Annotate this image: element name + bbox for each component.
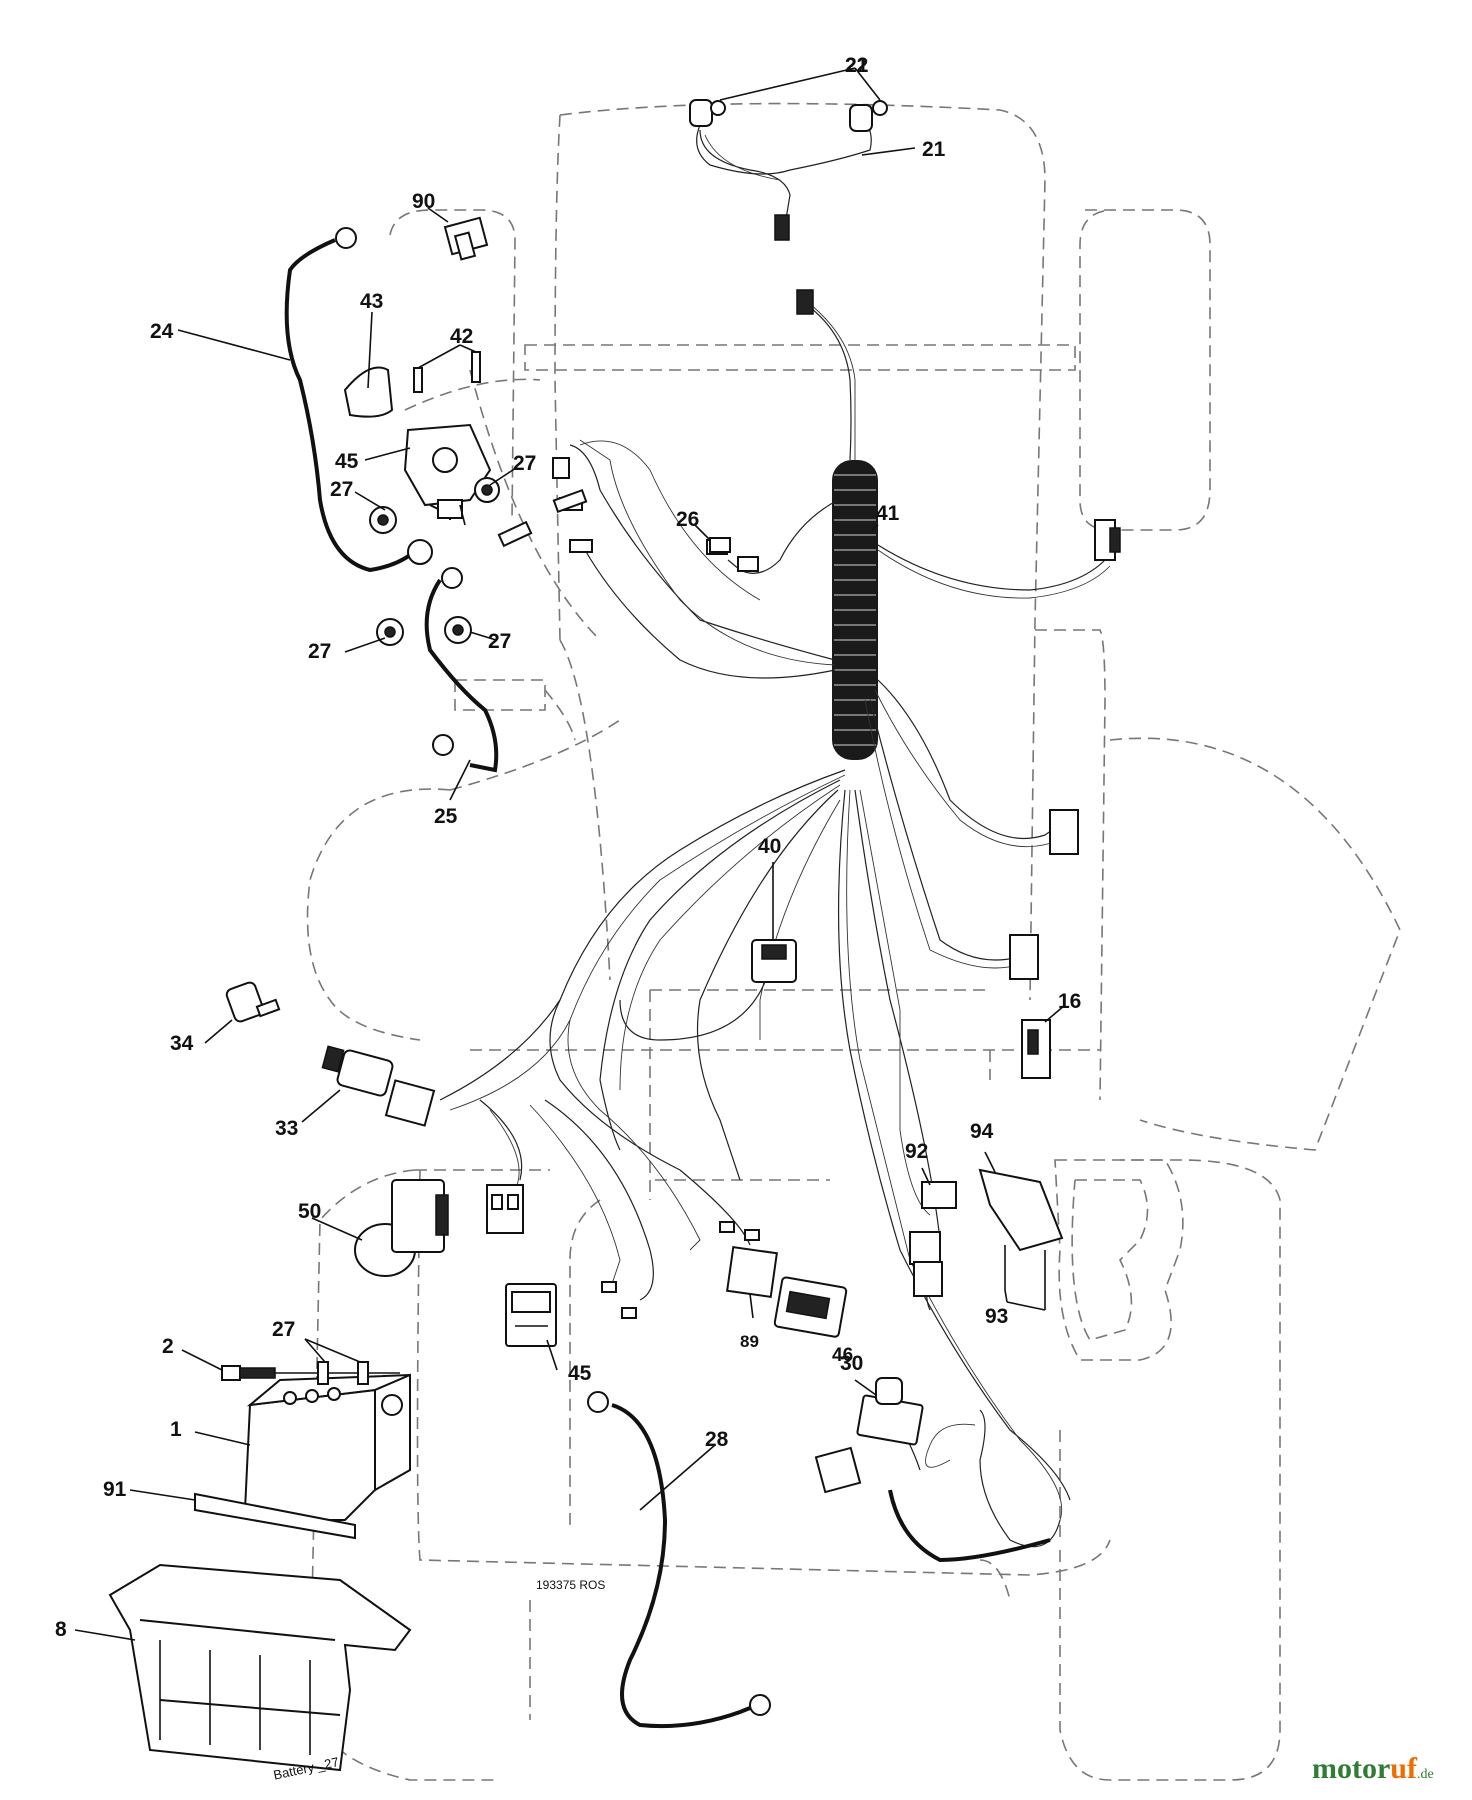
callout-labels: 21 21 21 <box>845 54 869 77</box>
part-16-connector <box>1021 1019 1051 1079</box>
battery-tray <box>108 1563 412 1772</box>
callout-22: 21 <box>845 54 869 77</box>
connector-block <box>486 1184 524 1234</box>
part-93-screws <box>1004 1245 1046 1310</box>
ground-cable <box>587 1391 771 1729</box>
part-46-meter <box>773 1276 848 1338</box>
battery-cables <box>284 227 499 773</box>
part-89-bracket <box>726 1246 778 1298</box>
part-26 <box>709 537 731 553</box>
part-29-switch <box>814 1377 1051 1563</box>
battery-strap <box>194 1492 356 1540</box>
battery-bolt <box>221 1361 400 1385</box>
main-wire-harness <box>439 289 1121 1548</box>
harness-loom <box>832 460 878 760</box>
part-45-hour-meter <box>505 1283 557 1347</box>
leader-lines <box>74 67 1066 1641</box>
headlight-harness <box>689 99 888 241</box>
part-94-bracket <box>978 1168 1064 1252</box>
ignition-switch <box>321 1045 436 1127</box>
part-50-switch <box>354 1179 449 1277</box>
battery <box>243 1373 411 1521</box>
solenoid-assembly <box>343 351 588 646</box>
part-90 <box>443 216 489 261</box>
part-34-switch <box>619 939 797 1041</box>
part-92-connector <box>909 1181 957 1297</box>
wire-terminals <box>601 1221 760 1319</box>
ignition-key <box>225 981 281 1023</box>
